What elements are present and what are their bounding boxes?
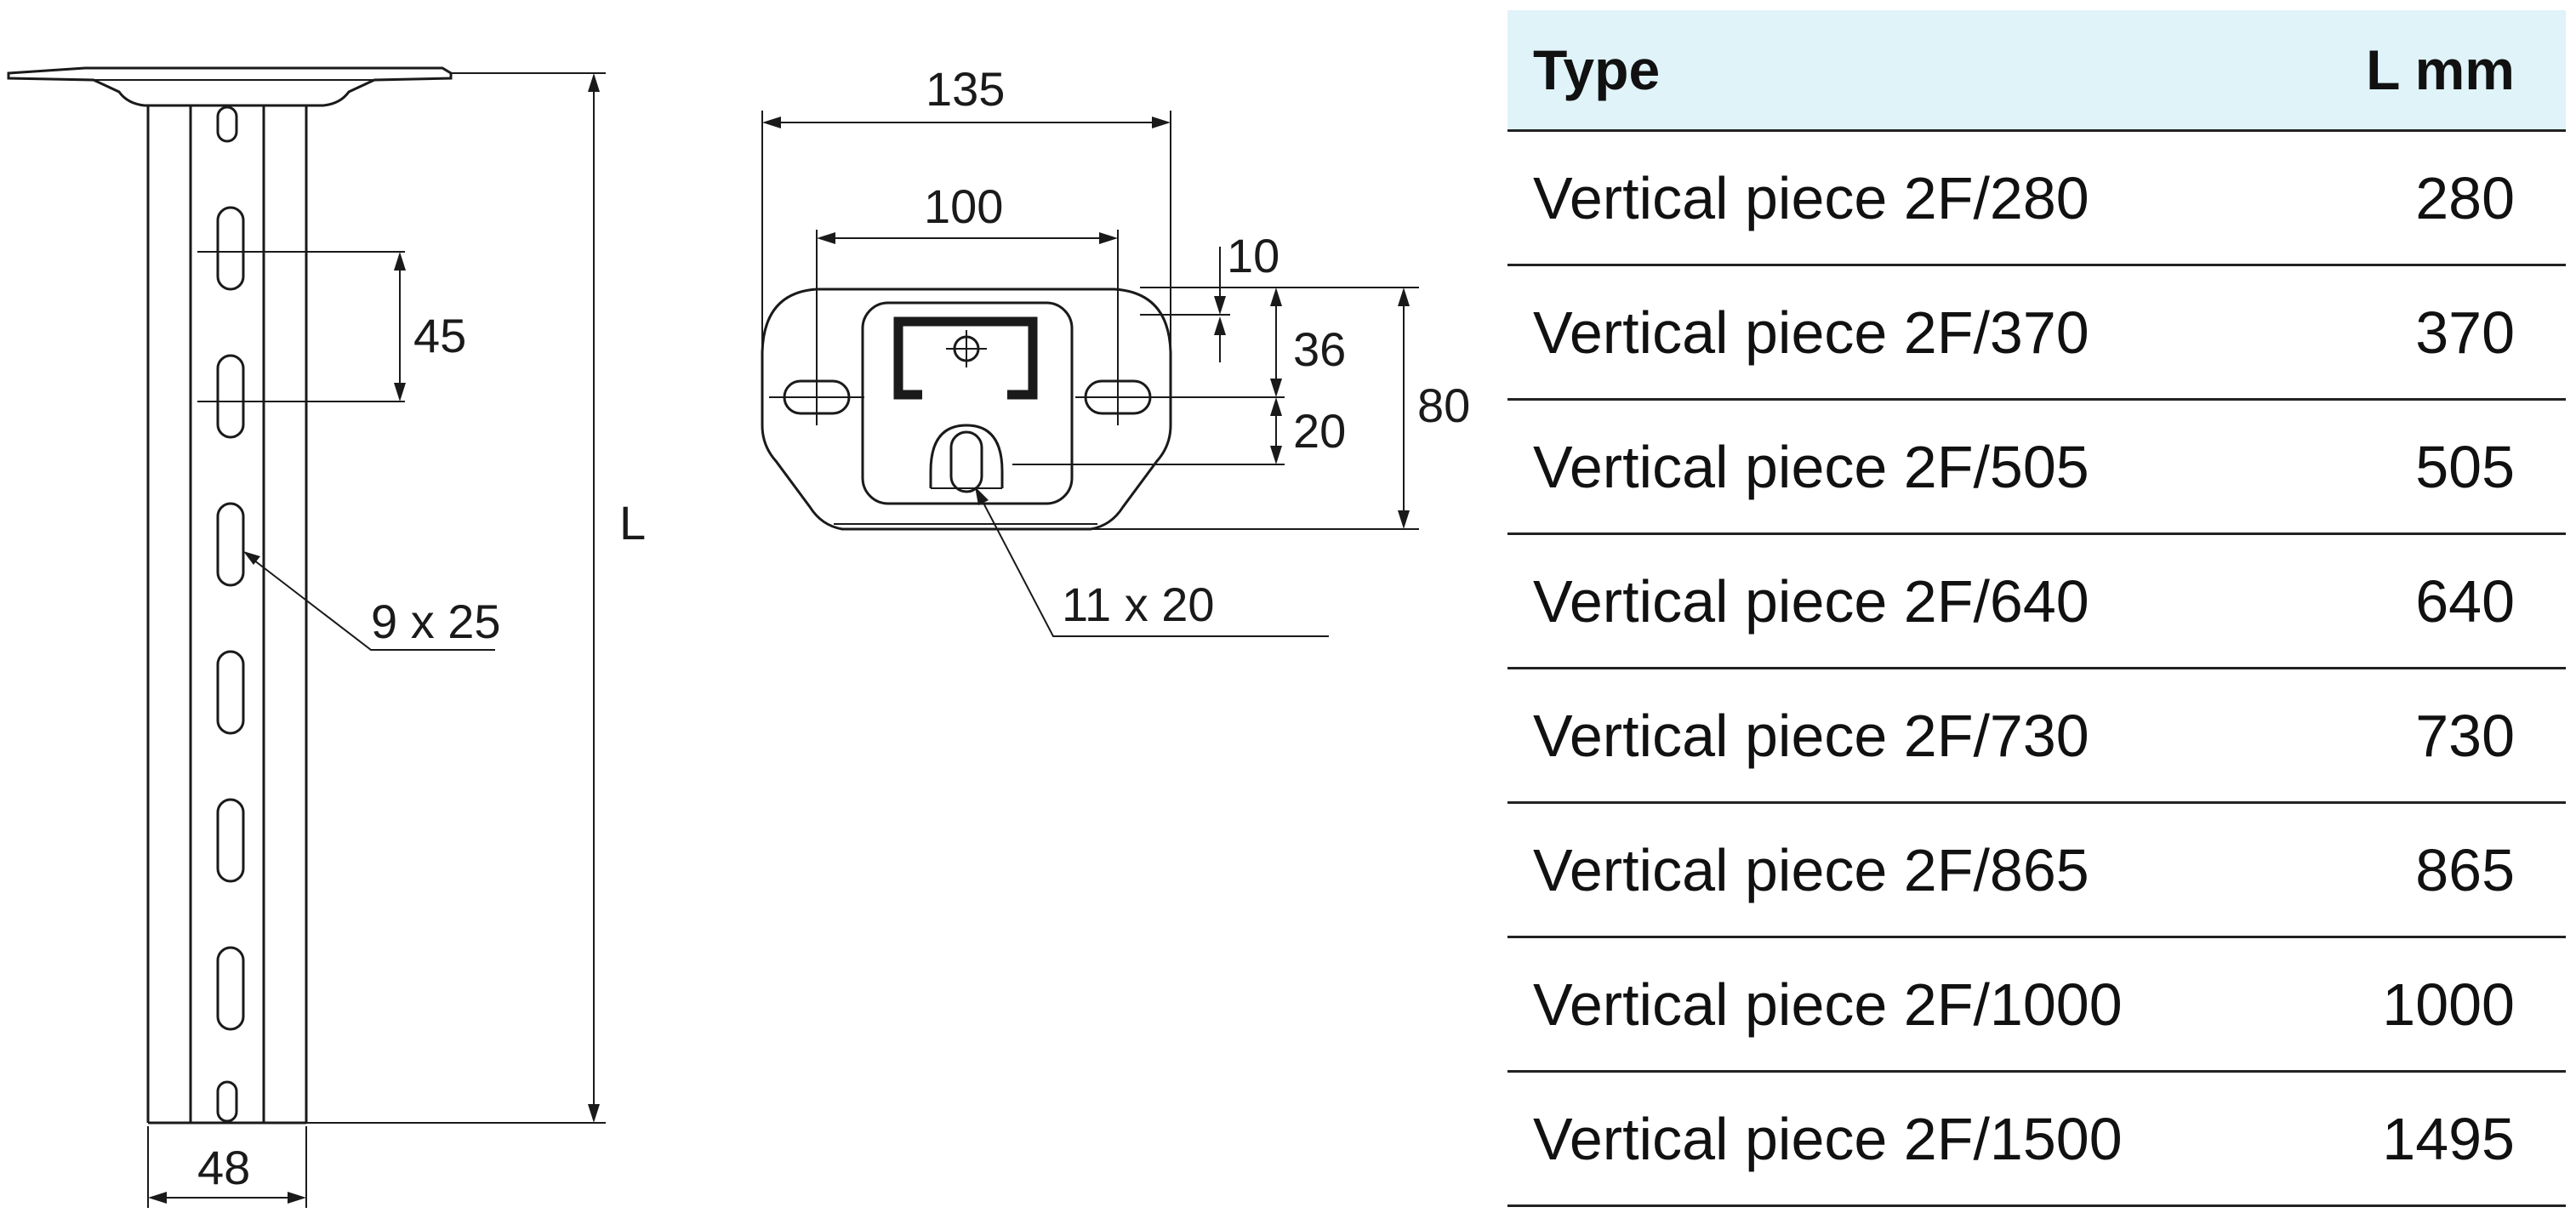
- slot: [216, 650, 245, 735]
- slot: [216, 206, 245, 291]
- table-row: Vertical piece 2F/640 640: [1507, 533, 2566, 669]
- cell-length: 505: [2305, 399, 2566, 535]
- table-row: Vertical piece 2F/370 370: [1507, 265, 2566, 401]
- cell-type: Vertical piece 2F/640: [1507, 533, 2306, 669]
- cell-type: Vertical piece 2F/865: [1507, 802, 2306, 938]
- dim-center-slot: 11 x 20: [1062, 578, 1215, 631]
- cell-type: Vertical piece 2F/370: [1507, 265, 2306, 401]
- dim-profile-height: 36: [1293, 322, 1346, 376]
- base-plate: [7, 66, 453, 107]
- dim-profile-width: 48: [197, 1141, 250, 1194]
- dim-plate-height: 80: [1417, 379, 1470, 432]
- keyhole-slot: [929, 424, 1004, 488]
- table-row: Vertical piece 2F/280 280: [1507, 130, 2566, 266]
- slot: [216, 502, 245, 587]
- table-row: Vertical piece 2F/730 730: [1507, 668, 2566, 804]
- cell-length: 280: [2305, 130, 2566, 266]
- vertical-profile-side-view: 45 9 x 25 L 48: [7, 66, 646, 1208]
- slot: [216, 946, 245, 1031]
- cell-length: 1000: [2305, 937, 2566, 1073]
- cell-type: Vertical piece 2F/730: [1507, 668, 2306, 804]
- spec-table: Type L mm Vertical piece 2F/280 280 Vert…: [1507, 10, 2566, 1207]
- table-row: Vertical piece 2F/865 865: [1507, 802, 2566, 938]
- channel-profile: [893, 316, 1038, 400]
- cell-type: Vertical piece 2F/1500: [1507, 1071, 2306, 1207]
- table-row: Vertical piece 2F/1500 1495: [1507, 1071, 2566, 1207]
- dim-width-total: 135: [926, 62, 1005, 116]
- table-header-row: Type L mm: [1507, 10, 2566, 132]
- dim-slot-size: 9 x 25: [371, 595, 501, 648]
- column-header-length: L mm: [2305, 10, 2566, 132]
- cell-length: 865: [2305, 802, 2566, 938]
- cell-type: Vertical piece 2F/505: [1507, 399, 2306, 535]
- cell-type: Vertical piece 2F/280: [1507, 130, 2306, 266]
- dim-lower-height: 20: [1293, 404, 1346, 458]
- cell-length: 730: [2305, 668, 2566, 804]
- slot: [216, 1080, 238, 1123]
- dim-hole-spacing: 100: [924, 179, 1003, 233]
- dim-length-label: L: [619, 496, 646, 550]
- technical-drawing: 45 9 x 25 L 48: [7, 62, 1470, 1208]
- dim-offset-top: 10: [1227, 229, 1279, 282]
- dim-slot-spacing: 45: [413, 309, 466, 362]
- column-header-type: Type: [1507, 10, 2306, 132]
- inner-boss: [861, 301, 1074, 505]
- slot: [216, 354, 245, 439]
- cell-length: 370: [2305, 265, 2566, 401]
- slot: [216, 105, 238, 143]
- cell-length: 640: [2305, 533, 2566, 669]
- table-row: Vertical piece 2F/1000 1000: [1507, 937, 2566, 1073]
- table-row: Vertical piece 2F/505 505: [1507, 399, 2566, 535]
- slot: [216, 798, 245, 883]
- cell-length: 1495: [2305, 1071, 2566, 1207]
- cell-type: Vertical piece 2F/1000: [1507, 937, 2306, 1073]
- base-plate-top-view: 135 100 10 36 20 80 11 x 2: [761, 62, 1470, 637]
